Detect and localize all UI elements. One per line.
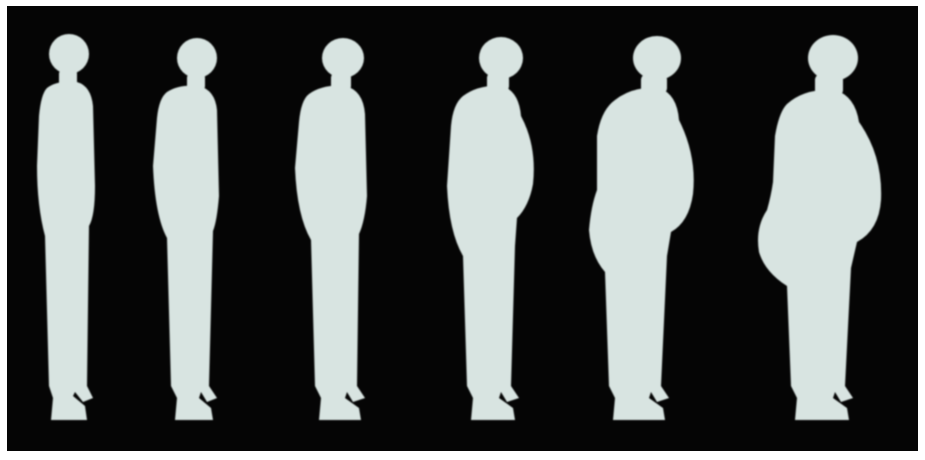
silhouette-1 — [37, 34, 95, 420]
silhouette-2 — [153, 38, 219, 420]
silhouette-lineup — [7, 6, 918, 451]
silhouette-4 — [447, 37, 534, 420]
silhouette-3 — [295, 38, 367, 420]
silhouette-photo — [7, 6, 918, 451]
silhouette-5 — [589, 36, 694, 420]
silhouette-6 — [758, 35, 881, 420]
